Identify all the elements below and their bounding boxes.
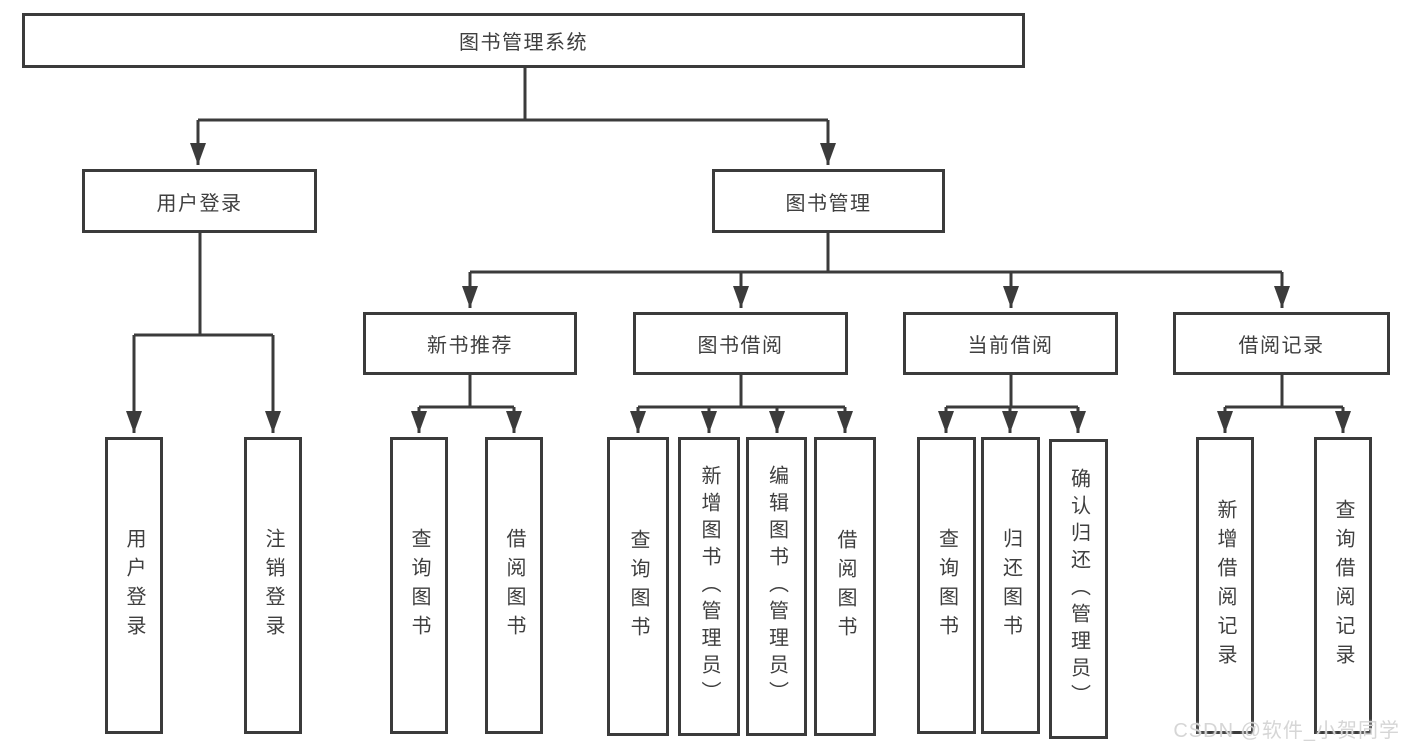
- node-borrow-records: 借阅记录: [1173, 312, 1390, 375]
- leaf-nb-query-books-label: 查询图书: [408, 527, 430, 644]
- leaf-bb-add-books: 新增图书（管理员）: [678, 437, 740, 736]
- leaf-cb-confirm-return-label: 确认归还（管理员）: [1067, 467, 1090, 711]
- leaf-br-query-record: 查询借阅记录: [1314, 437, 1372, 734]
- connector-current-borrow-to-leaves: [938, 375, 1086, 433]
- leaf-br-add-record: 新增借阅记录: [1196, 437, 1254, 734]
- csdn-watermark: CSDN @软件_小贺同学: [1173, 720, 1400, 742]
- node-current-borrow-label: 当前借阅: [967, 335, 1054, 357]
- connector-root-to-level2: [190, 67, 836, 165]
- leaf-logout-label: 注销登录: [262, 527, 284, 644]
- node-book-mgmt-label: 图书管理: [785, 192, 872, 215]
- leaf-cb-confirm-return: 确认归还（管理员）: [1049, 439, 1108, 739]
- node-user-login: 用户登录: [82, 169, 317, 233]
- connector-user-login-to-leaves: [126, 233, 281, 433]
- leaf-user-login-label: 用户登录: [123, 527, 145, 644]
- node-new-books: 新书推荐: [363, 312, 577, 375]
- node-current-borrow: 当前借阅: [903, 312, 1118, 375]
- node-borrow-records-label: 借阅记录: [1238, 335, 1325, 357]
- node-root-label: 图书管理系统: [459, 32, 588, 54]
- leaf-bb-edit-books: 编辑图书（管理员）: [746, 437, 807, 736]
- connector-borrow-records-to-leaves: [1217, 375, 1351, 433]
- connector-new-books-to-leaves: [411, 375, 522, 433]
- leaf-logout: 注销登录: [244, 437, 302, 734]
- leaf-cb-return-books: 归还图书: [981, 437, 1040, 734]
- leaf-bb-query-books: 查询图书: [607, 437, 669, 736]
- leaf-nb-borrow-books: 借阅图书: [485, 437, 543, 734]
- leaf-bb-borrow-books: 借阅图书: [814, 437, 876, 736]
- node-new-books-label: 新书推荐: [427, 335, 513, 357]
- leaf-nb-query-books: 查询图书: [390, 437, 448, 734]
- leaf-nb-borrow-books-label: 借阅图书: [503, 527, 525, 644]
- leaf-bb-edit-books-label: 编辑图书（管理员）: [765, 465, 788, 708]
- leaf-cb-query-books: 查询图书: [917, 437, 976, 734]
- leaf-bb-add-books-label: 新增图书（管理员）: [698, 465, 720, 708]
- node-book-borrow: 图书借阅: [633, 312, 848, 375]
- node-root: 图书管理系统: [22, 13, 1025, 68]
- leaf-bb-query-books-label: 查询图书: [627, 528, 649, 645]
- node-user-login-label: 用户登录: [156, 192, 243, 215]
- connector-book-borrow-to-leaves: [630, 375, 853, 433]
- node-book-borrow-label: 图书借阅: [697, 335, 784, 357]
- node-book-mgmt: 图书管理: [712, 169, 945, 233]
- leaf-br-query-record-label: 查询借阅记录: [1332, 498, 1354, 673]
- leaf-cb-query-books-label: 查询图书: [935, 527, 958, 644]
- leaf-bb-borrow-books-label: 借阅图书: [834, 528, 856, 645]
- connector-book-mgmt-to-level3: [462, 233, 1290, 308]
- leaf-user-login: 用户登录: [105, 437, 163, 734]
- leaf-cb-return-books-label: 归还图书: [999, 527, 1022, 644]
- leaf-br-add-record-label: 新增借阅记录: [1214, 498, 1236, 673]
